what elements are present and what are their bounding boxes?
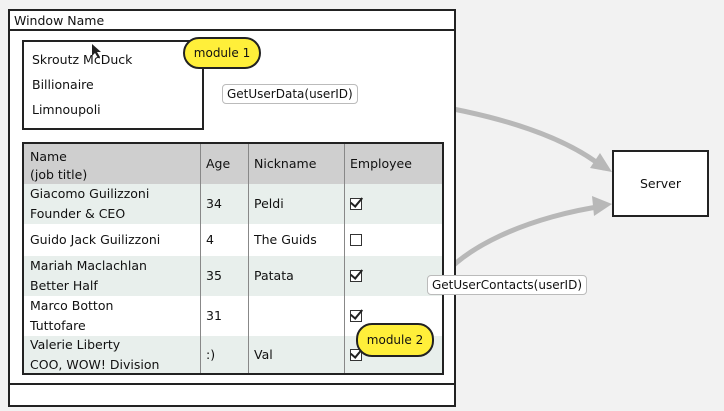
column-divider: [248, 144, 249, 373]
table-row[interactable]: Guido Jack Guilizzoni 4 The Guids: [24, 224, 442, 256]
arrow-head-get-user-contacts: [592, 196, 612, 216]
get-user-contacts-label: GetUserContacts(userID): [427, 275, 587, 295]
column-header-nickname[interactable]: Nickname: [248, 144, 344, 184]
column-header-employee[interactable]: Employee: [344, 144, 442, 184]
module-1-callout: module 1: [183, 37, 261, 69]
contact-job-title: Better Half: [30, 278, 98, 293]
cell-nickname: Peldi: [254, 196, 284, 211]
user-info-panel: Skroutz McDuck Billionaire Limnoupoli: [22, 40, 204, 130]
bottom-divider: [10, 383, 454, 385]
cell-age: 4: [206, 232, 214, 247]
cell-employee: [344, 224, 442, 256]
contact-name: Marco Botton: [30, 298, 114, 313]
column-header-age[interactable]: Age: [200, 144, 248, 184]
cell-employee: [344, 256, 442, 296]
user-city: Limnoupoli: [32, 102, 101, 117]
contact-name: Mariah Maclachlan: [30, 258, 147, 273]
cell-age: 35: [206, 268, 222, 283]
mouse-cursor-icon: [92, 44, 101, 58]
employee-checkbox[interactable]: [350, 270, 362, 282]
user-name: Skroutz McDuck: [32, 52, 133, 67]
contact-job-title: Founder & CEO: [30, 206, 126, 221]
cell-nickname: [248, 296, 344, 336]
cell-nickname: Patata: [254, 268, 294, 283]
cell-employee: [344, 184, 442, 224]
column-header-name[interactable]: Name (job title): [24, 144, 200, 184]
contact-name: Guido Jack Guilizzoni: [30, 232, 161, 247]
cell-employee: [344, 296, 442, 336]
arrow-head-get-user-data: [590, 153, 612, 172]
column-divider: [344, 144, 345, 373]
window-title: Window Name: [14, 13, 105, 28]
employee-checkbox[interactable]: [350, 198, 362, 210]
contact-job-title: COO, WOW! Division: [30, 356, 160, 372]
cell-age: :): [206, 346, 216, 362]
get-user-data-label: GetUserData(userID): [222, 84, 358, 104]
server-box: Server: [612, 150, 709, 217]
module-2-callout: module 2: [356, 323, 434, 357]
employee-checkbox[interactable]: [350, 310, 362, 322]
contact-job-title: Tuttofare: [30, 318, 86, 333]
employee-checkbox[interactable]: [350, 234, 362, 246]
cell-age: 34: [206, 196, 222, 211]
cell-nickname: Val: [254, 346, 273, 362]
contact-name: Giacomo Guilizzoni: [30, 186, 150, 201]
column-divider: [200, 144, 201, 373]
title-bar: Window Name: [10, 11, 454, 31]
cell-name: Guido Jack Guilizzoni: [24, 224, 200, 256]
cell-age: 31: [206, 308, 222, 323]
user-title: Billionaire: [32, 77, 94, 92]
contact-name: Valerie Liberty: [30, 336, 121, 352]
cell-nickname: The Guids: [254, 232, 317, 247]
